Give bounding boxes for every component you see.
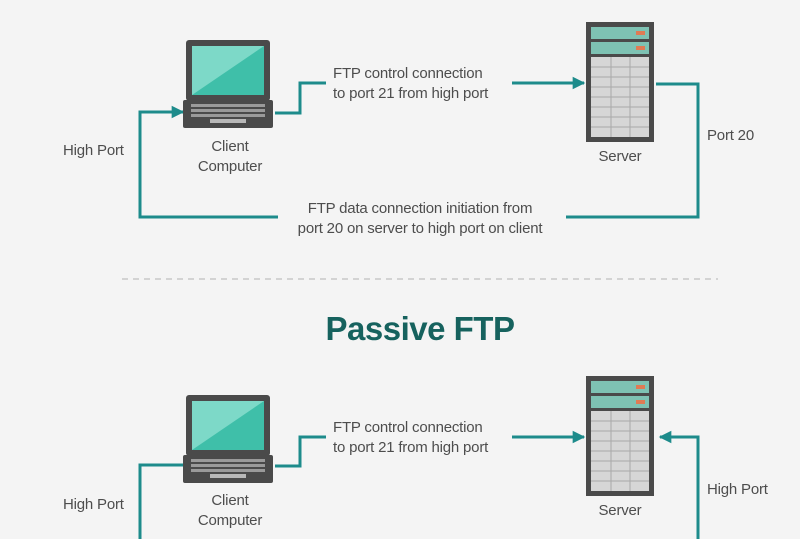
active-data-line1: FTP data connection initiation from xyxy=(307,200,533,217)
passive-client-line1: Client xyxy=(211,492,249,509)
passive-high-port-left-label: High Port xyxy=(63,496,124,513)
server-icon xyxy=(586,376,654,496)
passive-client-label: Client Computer xyxy=(180,491,280,531)
active-high-port-label: High Port xyxy=(63,142,124,159)
passive-control-line1: FTP control connection xyxy=(333,419,483,436)
passive-ftp-title: Passive FTP xyxy=(325,310,515,347)
passive-client-line2: Computer xyxy=(197,512,263,529)
passive-control-label: FTP control connection to port 21 from h… xyxy=(333,418,488,458)
laptop-icon xyxy=(183,395,273,483)
active-control-line1: FTP control connection xyxy=(333,65,483,82)
active-client-line1: Client xyxy=(211,138,249,155)
passive-server-line xyxy=(658,430,700,539)
active-control-connector xyxy=(275,81,326,115)
active-server-label: Server xyxy=(598,148,642,165)
active-client-line2: Computer xyxy=(197,158,263,175)
passive-client-line xyxy=(138,463,188,539)
active-data-line-left xyxy=(138,105,278,219)
laptop-icon xyxy=(183,40,273,128)
active-data-label: FTP data connection initiation from port… xyxy=(260,199,580,239)
passive-server-label: Server xyxy=(598,502,642,519)
active-control-line2: to port 21 from high port xyxy=(333,85,489,102)
passive-high-port-right-label: High Port xyxy=(707,481,768,498)
active-data-line2: port 20 on server to high port on client xyxy=(297,220,543,237)
passive-control-connector xyxy=(275,435,326,468)
server-icon xyxy=(586,22,654,142)
active-port-20-label: Port 20 xyxy=(707,127,754,144)
active-control-label: FTP control connection to port 21 from h… xyxy=(333,64,488,104)
passive-control-line2: to port 21 from high port xyxy=(333,439,489,456)
active-data-line-right xyxy=(566,82,700,219)
active-client-label: Client Computer xyxy=(180,137,280,177)
